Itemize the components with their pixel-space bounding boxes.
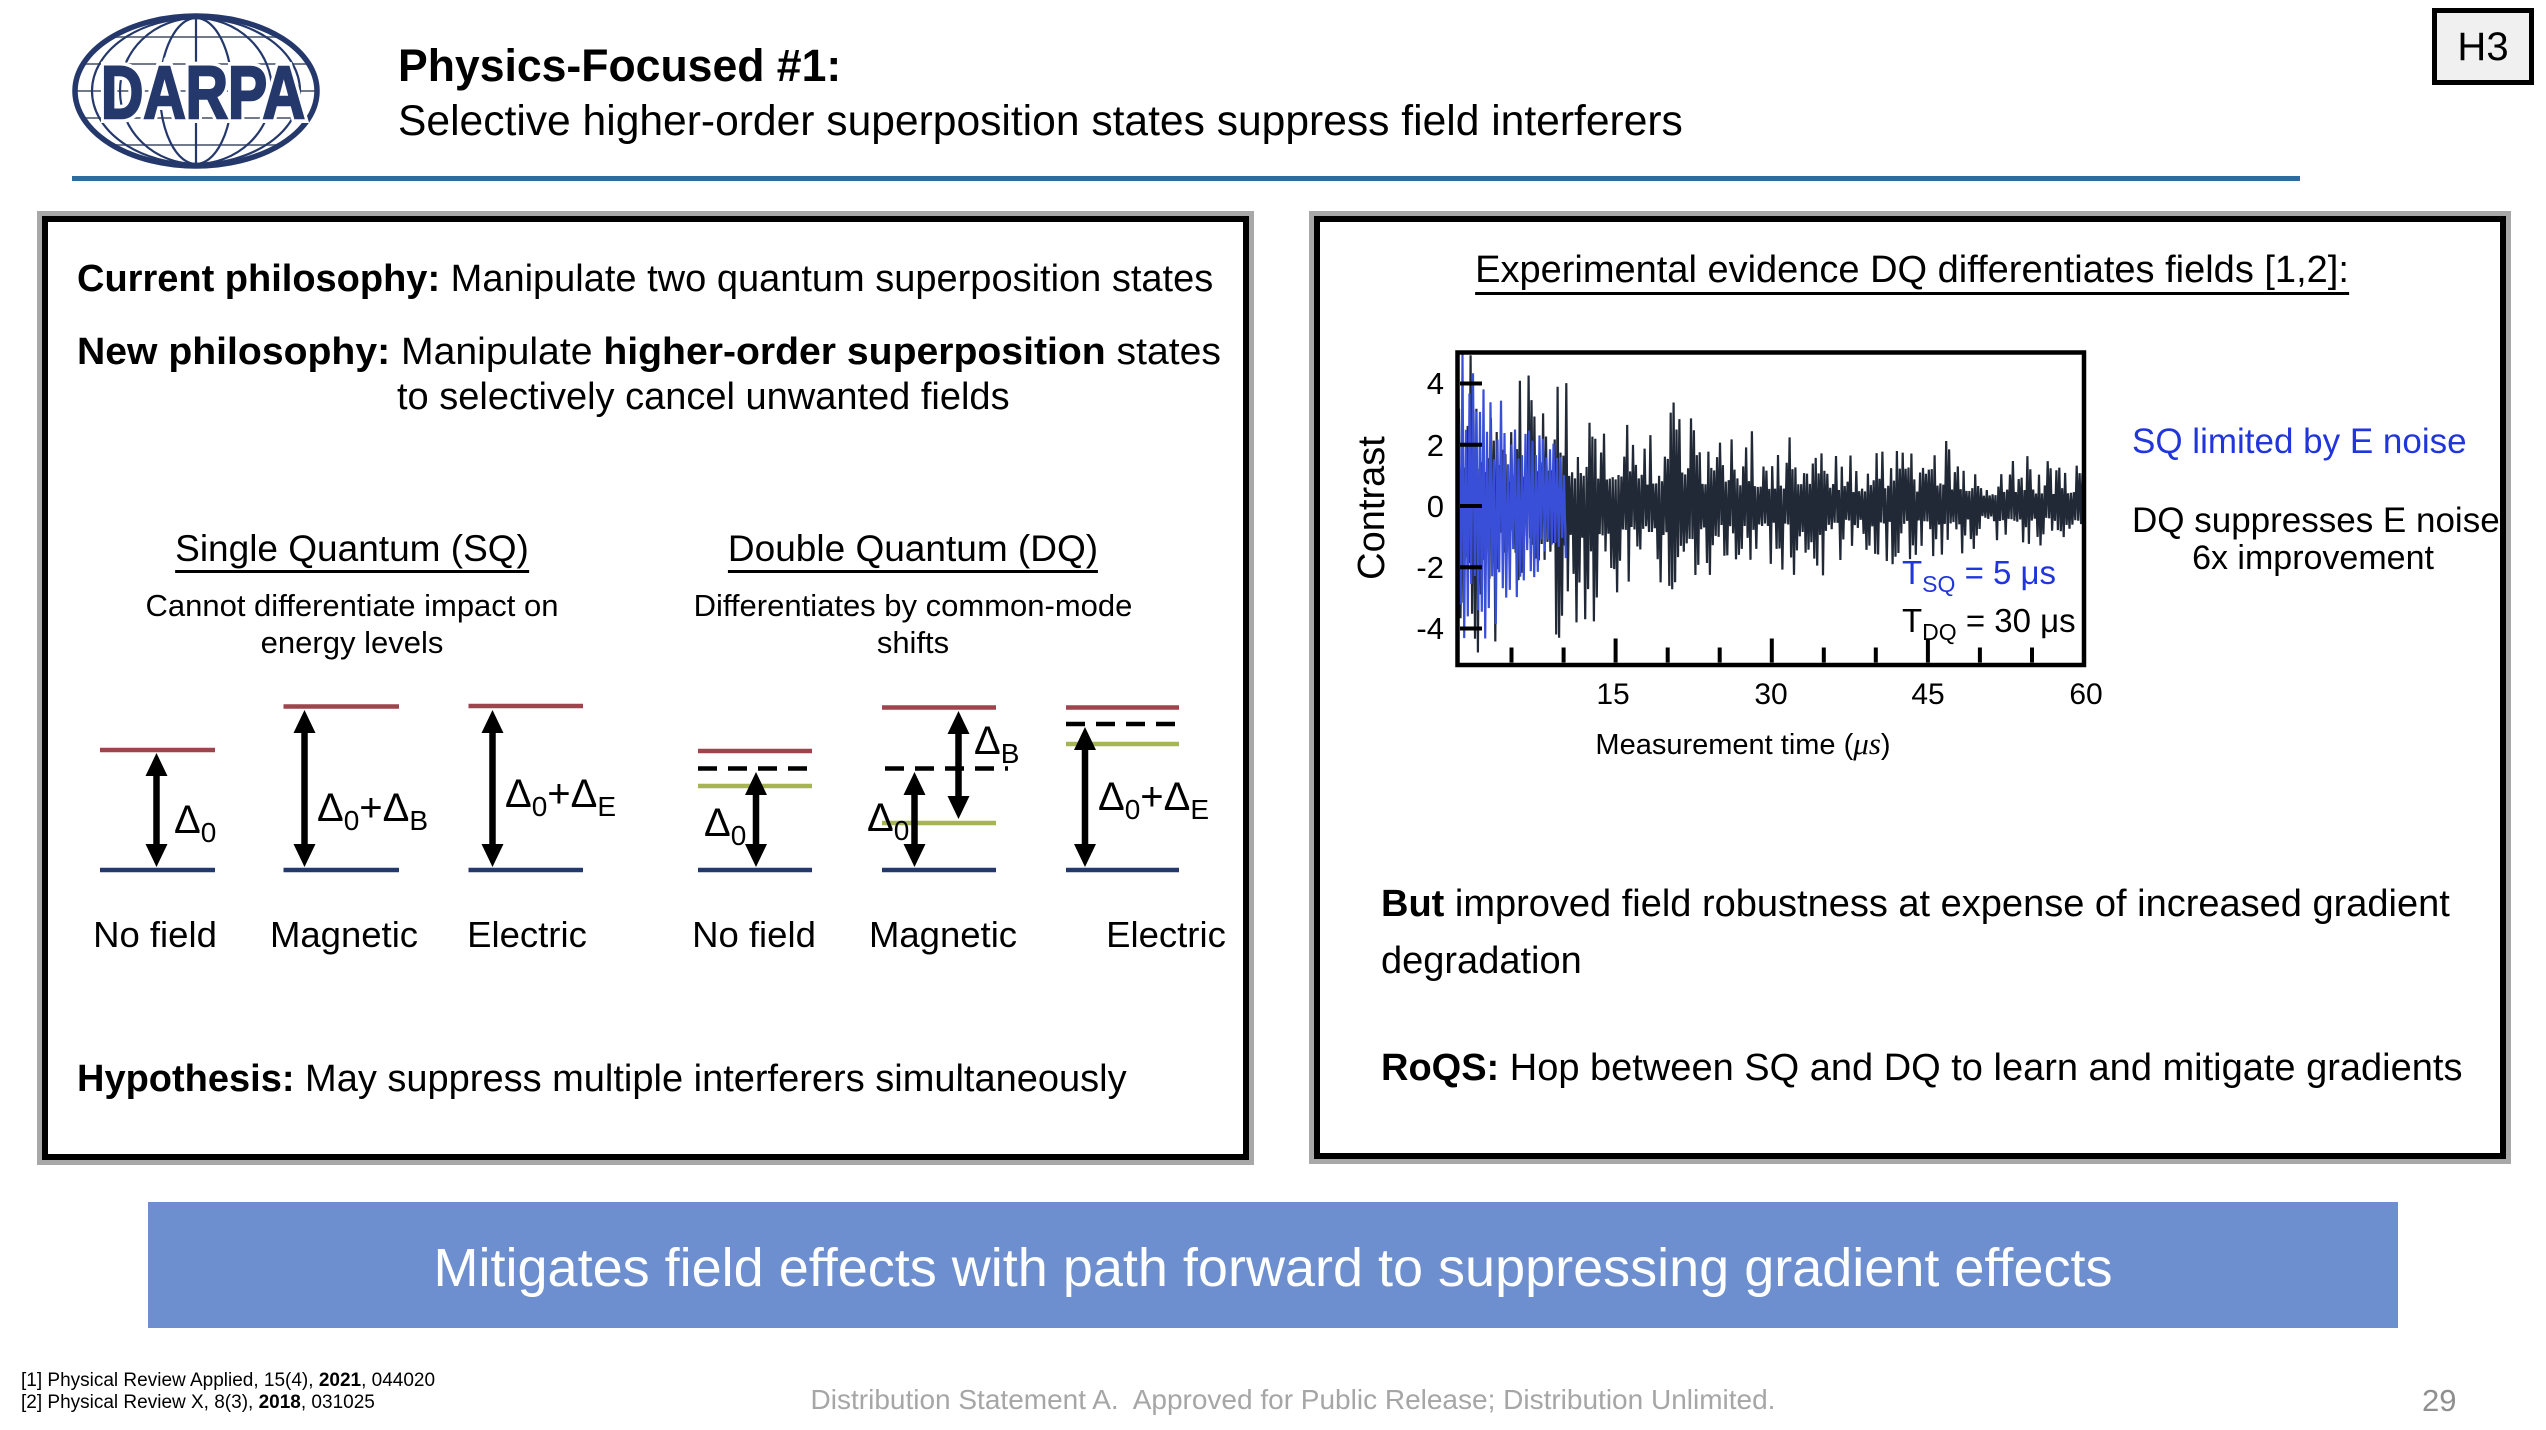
svg-text:DARPA: DARPA — [101, 51, 305, 134]
svg-text:DARPA: DARPA — [101, 51, 305, 134]
